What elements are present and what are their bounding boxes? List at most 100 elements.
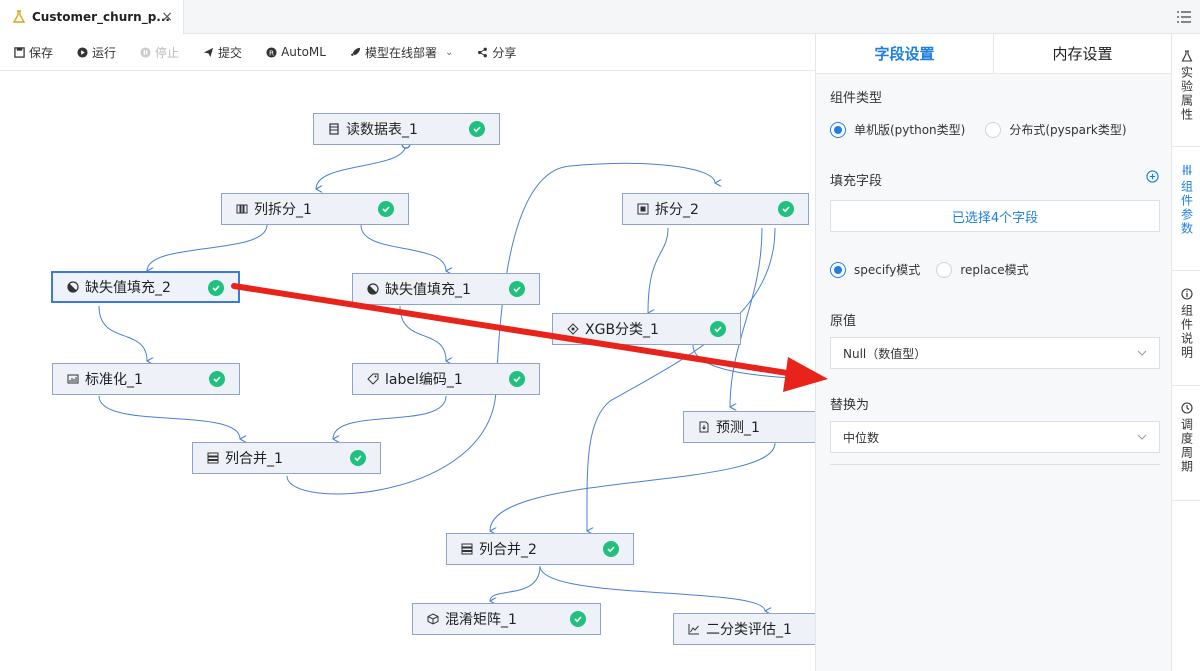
toolbar: 保存 运行 停止 提交 R AutoML 模型在线部署 ⌄ 分享 [0, 34, 815, 71]
select-fields-button[interactable]: 已选择4个字段 [830, 200, 1160, 232]
radio-specify-mode[interactable] [830, 261, 846, 278]
rail-component-description[interactable]: 组件说明 [1172, 288, 1200, 360]
node-label: 标准化_1 [85, 372, 143, 388]
mode-radio-group: specify模式 replace模式 [830, 261, 1029, 278]
save-icon [14, 46, 25, 58]
edge [98, 395, 240, 439]
radio-standalone[interactable] [830, 121, 846, 138]
workflow-canvas[interactable]: 读数据表_1 列拆分_1 拆分_2 缺失值填充_2 缺失值填充_1 XGB分类_… [0, 71, 815, 671]
share-label: 分享 [492, 45, 517, 60]
flask-icon [1181, 50, 1192, 62]
rail-label: 组件参数 [1179, 180, 1194, 236]
save-button[interactable]: 保存 [14, 44, 53, 61]
node-xgb[interactable]: XGB分类_1 [552, 313, 741, 345]
original-value-label: 原值 [830, 314, 857, 329]
tab-bar: Customer_churn_p... × [0, 0, 1200, 34]
rail-component-params[interactable]: 组件参数 [1172, 164, 1200, 236]
node-label-encode[interactable]: label编码_1 [352, 363, 540, 395]
submit-label: 提交 [218, 45, 243, 60]
share-button[interactable]: 分享 [477, 44, 516, 61]
edge [490, 565, 541, 601]
flask-icon [12, 10, 26, 23]
cube-icon [427, 613, 439, 625]
crosshair-icon [567, 323, 579, 335]
run-label: 运行 [92, 45, 117, 60]
success-check-icon [710, 321, 726, 337]
node-missing2[interactable]: 缺失值填充_2 [51, 271, 240, 303]
tab-memory-settings[interactable]: 内存设置 [1052, 45, 1113, 63]
columns-icon [236, 204, 248, 214]
node-col-split[interactable]: 列拆分_1 [221, 193, 409, 225]
original-value-select[interactable]: Null（数值型） [830, 337, 1160, 369]
component-type-label: 组件类型 [830, 91, 883, 106]
rail-label: 调度周期 [1179, 418, 1194, 474]
success-check-icon [208, 280, 224, 296]
run-button[interactable]: 运行 [77, 44, 116, 61]
rail-label: 实验属性 [1179, 66, 1194, 122]
chevron-down-icon: ⌄ [444, 46, 454, 58]
node-label: 缺失值填充_2 [85, 280, 171, 296]
success-check-icon [209, 371, 225, 387]
edge [98, 305, 147, 361]
rail-divider [1172, 385, 1200, 386]
merge-icon [461, 543, 473, 555]
success-check-icon [570, 611, 586, 627]
edge [692, 344, 815, 382]
node-missing1[interactable]: 缺失值填充_1 [352, 273, 540, 305]
menu-list-icon[interactable] [1176, 9, 1192, 25]
node-col-merge1[interactable]: 列合并_1 [192, 442, 381, 474]
file-icon [699, 421, 709, 433]
edge [333, 395, 447, 439]
rocket-icon [350, 47, 361, 56]
node-label: 混淆矩阵_1 [445, 612, 517, 628]
replace-with-select[interactable]: 中位数 [830, 421, 1160, 453]
plus-circle-icon[interactable] [1146, 170, 1159, 183]
radio-distributed[interactable] [985, 121, 1002, 138]
tab-field-settings[interactable]: 字段设置 [816, 34, 994, 73]
clock-icon [1180, 402, 1193, 414]
success-check-icon [509, 371, 525, 387]
node-label: 缺失值填充_1 [385, 282, 471, 298]
rail-experiment-properties[interactable]: 实验属性 [1172, 50, 1200, 122]
node-label: 二分类评估_1 [706, 622, 792, 638]
edge [316, 143, 407, 189]
stop-button[interactable]: 停止 [140, 44, 179, 61]
automl-button[interactable]: R AutoML [266, 45, 326, 59]
radio-distributed-label: 分布式(pyspark类型) [1009, 123, 1127, 137]
line-chart-icon [688, 624, 699, 635]
node-label: 列合并_2 [479, 542, 537, 558]
stop-icon [140, 46, 151, 58]
automl-icon: R [266, 46, 277, 58]
node-standardize[interactable]: 标准化_1 [52, 363, 240, 395]
panel-tabs: 字段设置 内存设置 [816, 34, 1171, 74]
replace-with-label: 替换为 [830, 398, 870, 413]
node-binary-eval[interactable]: 二分类评估_1 [673, 613, 815, 645]
experiment-tab[interactable]: Customer_churn_p... × [0, 0, 184, 34]
node-label: 列拆分_1 [254, 202, 312, 218]
svg-text:R: R [269, 48, 274, 57]
close-icon[interactable]: × [161, 9, 173, 25]
node-split2[interactable]: 拆分_2 [622, 193, 809, 225]
radio-replace-mode[interactable] [936, 261, 953, 278]
node-confusion-matrix[interactable]: 混淆矩阵_1 [412, 603, 601, 635]
deploy-dropdown[interactable]: 模型在线部署 ⌄ [350, 44, 453, 61]
success-check-icon [350, 450, 366, 466]
edge [587, 227, 776, 531]
info-icon [1180, 288, 1193, 300]
radio-standalone-label: 单机版(python类型) [854, 123, 966, 137]
node-read-table[interactable]: 读数据表_1 [313, 113, 500, 145]
chevron-down-icon [1137, 434, 1147, 440]
rail-divider [1172, 146, 1200, 147]
rail-schedule[interactable]: 调度周期 [1172, 402, 1200, 474]
play-icon [77, 46, 88, 58]
node-col-merge2[interactable]: 列合并_2 [446, 533, 634, 565]
submit-button[interactable]: 提交 [203, 44, 242, 61]
success-check-icon [509, 281, 525, 297]
tab-title: Customer_churn_p... [32, 10, 170, 24]
node-predict[interactable]: 预测_1 [683, 411, 815, 443]
success-check-icon [778, 201, 794, 217]
chevron-down-icon [1137, 350, 1147, 356]
stop-label: 停止 [155, 45, 180, 60]
fill-fields-label: 填充字段 [830, 174, 883, 189]
component-type-radio-group: 单机版(python类型) 分布式(pyspark类型) [830, 121, 1127, 138]
